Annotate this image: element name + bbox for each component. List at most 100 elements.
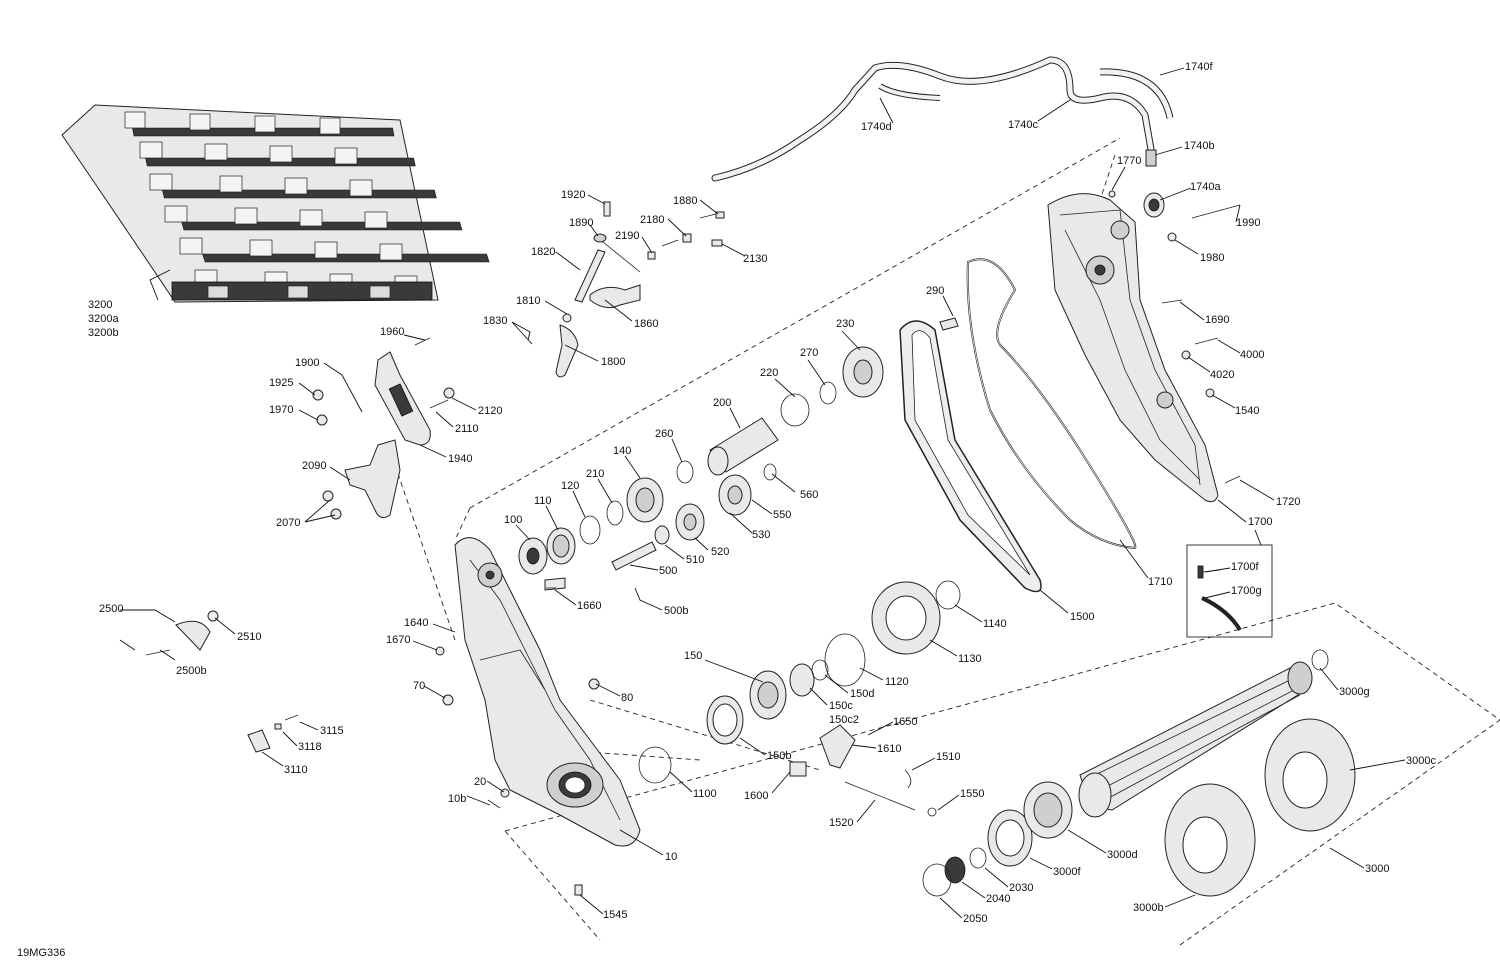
callout-2070: 2070 xyxy=(276,517,300,529)
callout-150b: 150b xyxy=(767,750,791,762)
callout-1510: 1510 xyxy=(936,751,960,763)
callout-3000g: 3000g xyxy=(1339,686,1370,698)
callout-2030: 2030 xyxy=(1009,882,1033,894)
drive-axle-3000 xyxy=(1078,649,1329,818)
callout-1810: 1810 xyxy=(516,295,540,307)
hose-assembly-1740 xyxy=(711,56,1174,218)
callout-1700: 1700 xyxy=(1248,516,1272,528)
callout-150c: 150c xyxy=(829,700,853,712)
callout-2130: 2130 xyxy=(743,253,767,265)
callout-2180: 2180 xyxy=(640,214,664,226)
callout-1920: 1920 xyxy=(561,189,585,201)
callout-3110: 3110 xyxy=(284,764,308,776)
callout-1740f: 1740f xyxy=(1185,61,1213,73)
main-case-10 xyxy=(454,537,641,847)
callout-1720: 1720 xyxy=(1276,496,1300,508)
callout-1650: 1650 xyxy=(893,716,917,728)
callout-290: 290 xyxy=(926,285,944,297)
callout-2090: 2090 xyxy=(302,460,326,472)
callout-120: 120 xyxy=(561,480,579,492)
callout-1860: 1860 xyxy=(634,318,658,330)
callout-3000: 3000 xyxy=(1365,863,1389,875)
callout-1660: 1660 xyxy=(577,600,601,612)
callout-1520: 1520 xyxy=(829,817,853,829)
callout-1700g: 1700g xyxy=(1231,585,1262,597)
callout-530: 530 xyxy=(752,529,770,541)
callout-2110: 2110 xyxy=(455,423,479,435)
callout-270: 270 xyxy=(800,347,818,359)
leader-lines xyxy=(119,67,1406,919)
callout-4000: 4000 xyxy=(1240,349,1264,361)
callout-1690: 1690 xyxy=(1205,314,1229,326)
callout-1500: 1500 xyxy=(1070,611,1094,623)
callout-1880: 1880 xyxy=(673,195,697,207)
callout-1700f: 1700f xyxy=(1231,561,1259,573)
callout-2510: 2510 xyxy=(237,631,261,643)
callout-1550: 1550 xyxy=(960,788,984,800)
callout-1130: 1130 xyxy=(958,653,982,665)
belt-1500 xyxy=(899,320,1042,593)
sprocket-3000b xyxy=(1164,783,1256,897)
callout-2040: 2040 xyxy=(986,893,1010,905)
callout-1540: 1540 xyxy=(1235,405,1259,417)
callout-3000f: 3000f xyxy=(1053,866,1081,878)
upper-gear-train xyxy=(518,317,959,591)
callout-1610: 1610 xyxy=(877,743,901,755)
callout-260: 260 xyxy=(655,428,673,440)
callout-2500b: 2500b xyxy=(176,665,207,677)
callout-1710: 1710 xyxy=(1148,576,1172,588)
callout-3200: 3200 xyxy=(88,299,112,311)
callout-1960: 1960 xyxy=(380,326,404,338)
callout-1740b: 1740b xyxy=(1184,140,1215,152)
callout-10b: 10b xyxy=(448,793,466,805)
callout-500b: 500b xyxy=(664,605,688,617)
kit-box-1700 xyxy=(1186,544,1273,638)
callout-510: 510 xyxy=(686,554,704,566)
outer-case-cover xyxy=(1047,193,1219,503)
callout-3118: 3118 xyxy=(298,741,322,753)
callout-2050: 2050 xyxy=(963,913,987,925)
callout-560: 560 xyxy=(800,489,818,501)
callout-2500: 2500 xyxy=(99,603,123,615)
callout-1990: 1990 xyxy=(1236,217,1260,229)
callout-150d: 150d xyxy=(850,688,874,700)
callout-1120: 1120 xyxy=(885,676,909,688)
callout-230: 230 xyxy=(836,318,854,330)
callout-1940: 1940 xyxy=(448,453,472,465)
callout-3000d: 3000d xyxy=(1107,849,1138,861)
callout-2120: 2120 xyxy=(478,405,502,417)
callout-80: 80 xyxy=(621,692,633,704)
sprocket-3000c xyxy=(1264,718,1356,832)
callout-110: 110 xyxy=(534,495,552,507)
callout-1970: 1970 xyxy=(269,404,293,416)
callout-550: 550 xyxy=(773,509,791,521)
callout-20: 20 xyxy=(474,776,486,788)
callout-1100: 1100 xyxy=(693,788,717,800)
misc-left-parts xyxy=(145,190,1241,896)
callout-1925: 1925 xyxy=(269,377,293,389)
callout-3000b: 3000b xyxy=(1133,902,1164,914)
callout-3000c: 3000c xyxy=(1406,755,1436,767)
callout-4020: 4020 xyxy=(1210,369,1234,381)
callout-150: 150 xyxy=(684,650,702,662)
callout-3115: 3115 xyxy=(320,725,344,737)
callout-1740a: 1740a xyxy=(1190,181,1221,193)
callout-150c2: 150c2 xyxy=(829,714,859,726)
callout-2190: 2190 xyxy=(615,230,639,242)
callout-1820: 1820 xyxy=(531,246,555,258)
assembly-guides xyxy=(394,137,1500,946)
callout-1740d: 1740d xyxy=(861,121,892,133)
callout-1830: 1830 xyxy=(483,315,507,327)
callout-1140: 1140 xyxy=(983,618,1007,630)
chain-1710 xyxy=(966,258,1137,550)
callout-1545: 1545 xyxy=(603,909,627,921)
callout-1670: 1670 xyxy=(386,634,410,646)
callout-3200b: 3200b xyxy=(88,327,119,339)
callout-1740c: 1740c xyxy=(1008,119,1038,131)
kit-parts-1700 xyxy=(1197,565,1242,632)
callout-220: 220 xyxy=(760,367,778,379)
callout-10: 10 xyxy=(665,851,677,863)
callout-labels: 3200 3200a 3200b 1920 1880 2180 1890 219… xyxy=(88,61,1436,925)
brake-lever-assembly xyxy=(312,337,455,520)
callout-1600: 1600 xyxy=(744,790,768,802)
